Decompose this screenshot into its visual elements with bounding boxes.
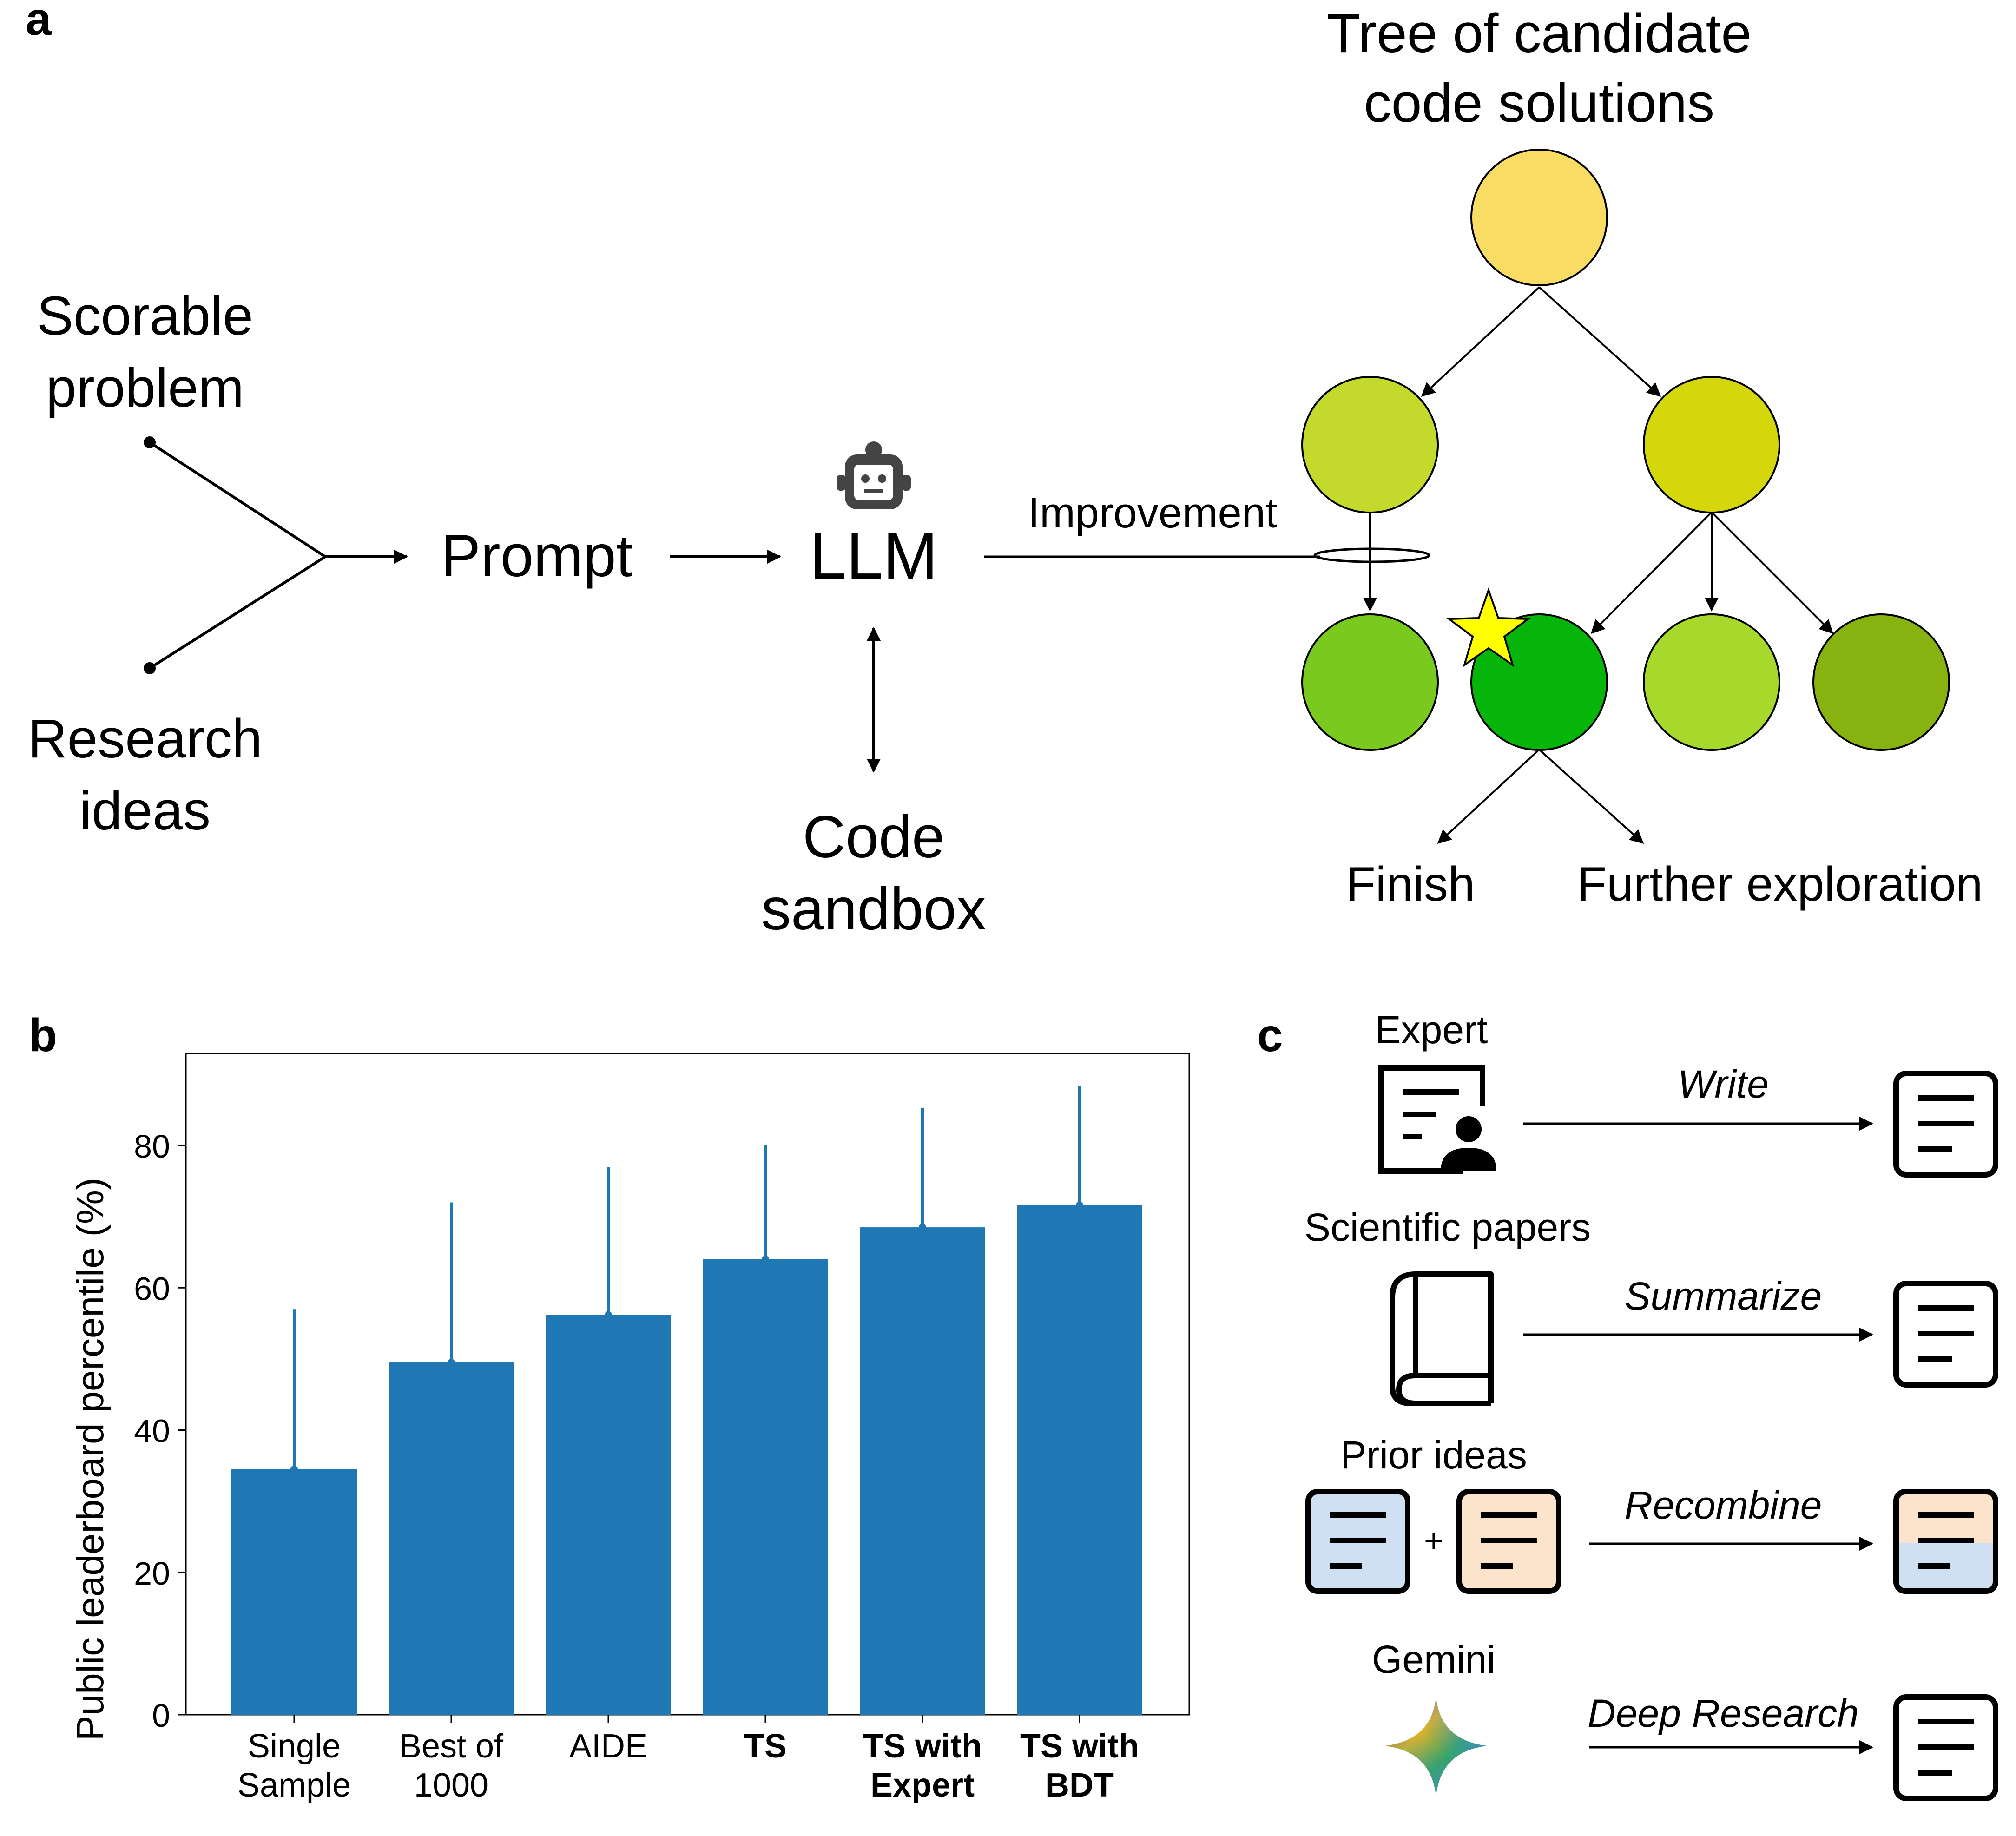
tree-node-root [1470,149,1608,286]
bar [1017,1205,1142,1715]
tree-node-l2-a [1301,613,1439,751]
plus-sign: + [1424,1522,1443,1560]
further-exploration-label: Further exploration [1577,857,1983,911]
finish-label: Finish [1346,857,1475,911]
x-tick-label: Expert [870,1767,975,1804]
tree-title-line-1: Tree of candidate [1327,3,1752,64]
source-gemini-label: Gemini [1372,1638,1496,1681]
panel-c: c Expert Write Scientific papers [1257,1008,1998,1801]
error-bar-cap [448,1359,455,1367]
x-tick-label: Sample [237,1767,351,1804]
llm-label: LLM [810,519,938,593]
x-tick-label: Best of [399,1728,504,1765]
research-ideas-line-2: ideas [79,780,211,842]
source-papers-label: Scientific papers [1304,1205,1591,1249]
plot-frame [185,1053,1190,1716]
x-tick-label: AIDE [569,1728,647,1765]
tree-title-line-2: code solutions [1364,72,1714,134]
error-bar-cap [605,1311,612,1319]
panel-b: b Public leaderboard percentile (%) 0 20 4… [29,1009,1190,1804]
y-tick-label: 60 [134,1270,170,1307]
document-lines-icon [1893,1694,1998,1801]
research-ideas-line-1: Research [27,708,262,770]
y-tick-label: 20 [134,1555,170,1592]
source-expert-label: Expert [1375,1008,1488,1052]
source-prior-ideas-label: Prior ideas [1340,1433,1527,1477]
y-axis: 0 20 40 60 80 [134,1128,186,1734]
merge-connector [149,441,408,670]
research-dot [144,662,156,674]
y-axis-label: Public leaderboard percentile (%) [69,1178,112,1741]
action-deep-research-label: Deep Research [1588,1691,1859,1735]
tree-node-l1-right [1643,376,1780,513]
error-bar-cap [290,1465,298,1473]
panel-a-label: a [26,0,52,45]
improvement-label: Improvement [1028,489,1278,537]
two-notes-icon [1305,1489,1561,1594]
x-tick-label: TS with [863,1728,982,1765]
bar [389,1362,514,1715]
tree-node-l1-left [1301,376,1439,513]
recombined-note-icon [1893,1489,1998,1594]
scorable-dot [144,436,156,448]
document-lines-icon [1893,1281,1998,1388]
y-tick-label: 0 [152,1698,170,1734]
best-star-icon [1446,587,1531,667]
action-recombine-label: Recombine [1625,1483,1822,1527]
bar-series [231,1086,1142,1715]
document-lines-icon [1893,1071,1998,1178]
x-tick-label: BDT [1045,1767,1114,1804]
robot-icon [837,441,911,509]
action-write-label: Write [1678,1062,1769,1106]
tree-node-l2-c [1643,613,1780,751]
expert-document-icon [1378,1065,1496,1174]
bar [703,1259,828,1715]
error-bar-cap [762,1256,769,1263]
prompt-label: Prompt [441,523,633,589]
panel-c-label: c [1257,1009,1283,1061]
x-tick-label: 1000 [414,1767,488,1804]
sandbox-label-line-1: Code [803,804,945,870]
improvement-ellipse [1313,547,1430,563]
sandbox-label-line-2: sandbox [761,876,986,942]
y-tick-label: 80 [134,1128,170,1165]
scorable-problem-line-1: Scorable [37,285,253,347]
action-summarize-label: Summarize [1625,1274,1822,1318]
gemini-sparkle-icon [1385,1697,1487,1797]
tree-node-l2-d [1812,613,1950,751]
scorable-problem-line-2: problem [46,357,244,419]
panel-a: a Tree of candidate code solutions Scora… [26,0,1983,942]
bar [546,1315,671,1715]
x-tick-label: TS [744,1728,787,1765]
error-bar-cap [919,1224,926,1231]
error-bar-cap [1076,1201,1083,1209]
panel-b-label: b [29,1009,57,1061]
bar [231,1469,357,1715]
tree-edges [1363,286,1834,844]
bar [860,1227,985,1715]
x-tick-label: Single [248,1728,341,1765]
x-tick-label: TS with [1020,1728,1139,1765]
book-icon [1390,1271,1494,1406]
y-tick-label: 40 [134,1413,170,1449]
